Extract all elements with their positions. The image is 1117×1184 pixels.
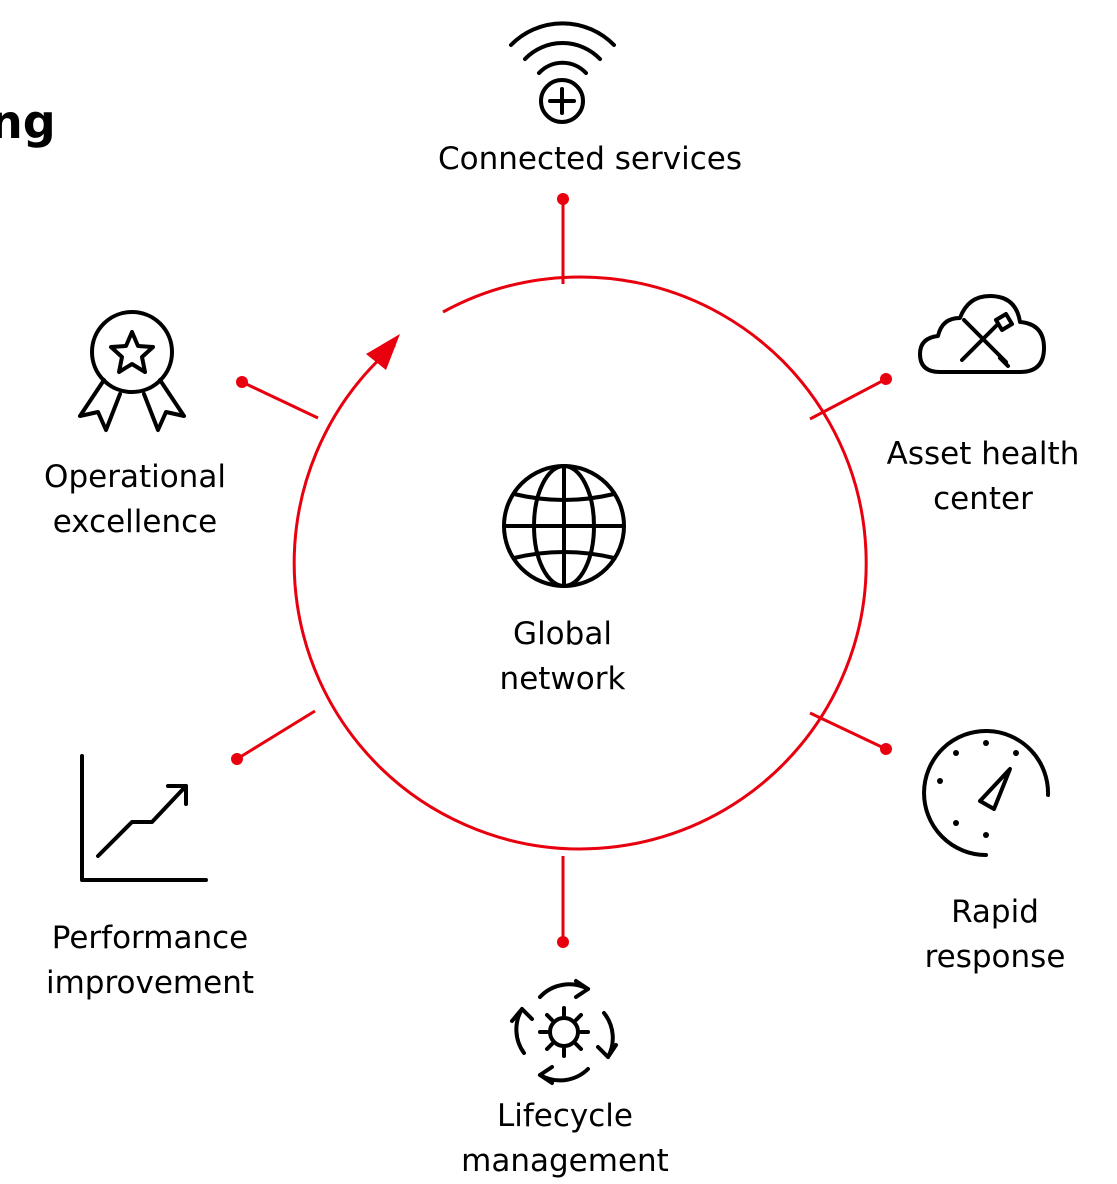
connector-performance [231,709,316,765]
connector-operational [236,376,319,420]
node-performance-label: Performance improvement [10,916,290,1006]
connector-lifecycle [557,856,569,948]
cycle-gear-icon [510,979,618,1085]
node-rapid-line2: response [924,939,1066,975]
connector-asset [809,373,892,421]
speedometer-icon [922,729,1051,857]
node-lifecycle-line1: Lifecycle [497,1098,633,1134]
node-asset-label: Asset health center [852,432,1114,522]
node-performance-line2: improvement [45,965,254,1001]
node-operational-label: Operational excellence [10,455,260,545]
node-operational-line2: excellence [52,504,218,540]
node-connected-line1: Connected services [438,141,742,177]
cloud-tools-icon [918,294,1046,374]
cycle-ring [292,275,868,851]
node-lifecycle-label: Lifecycle management [430,1094,700,1184]
center-label-line1: Global [513,616,612,652]
node-lifecycle-line2: management [461,1143,669,1179]
node-operational-line1: Operational [44,459,226,495]
growth-chart-icon [80,754,208,882]
node-connected-label: Connected services [390,137,790,182]
page-heading-fragment: ng [0,95,56,149]
connector-connected [557,193,569,284]
node-performance-line1: Performance [51,920,249,956]
node-rapid-line1: Rapid [951,894,1039,930]
connector-rapid [809,711,892,755]
cycle-arrow [366,334,400,370]
node-asset-line2: center [933,481,1033,517]
center-label-line2: network [499,661,626,697]
wifi-plus-icon [509,21,616,124]
node-rapid-label: Rapid response [880,890,1110,980]
award-ribbon-icon [78,310,186,432]
node-asset-line1: Asset health [886,436,1080,472]
globe-icon [502,464,626,588]
center-label: Global network [460,612,665,702]
